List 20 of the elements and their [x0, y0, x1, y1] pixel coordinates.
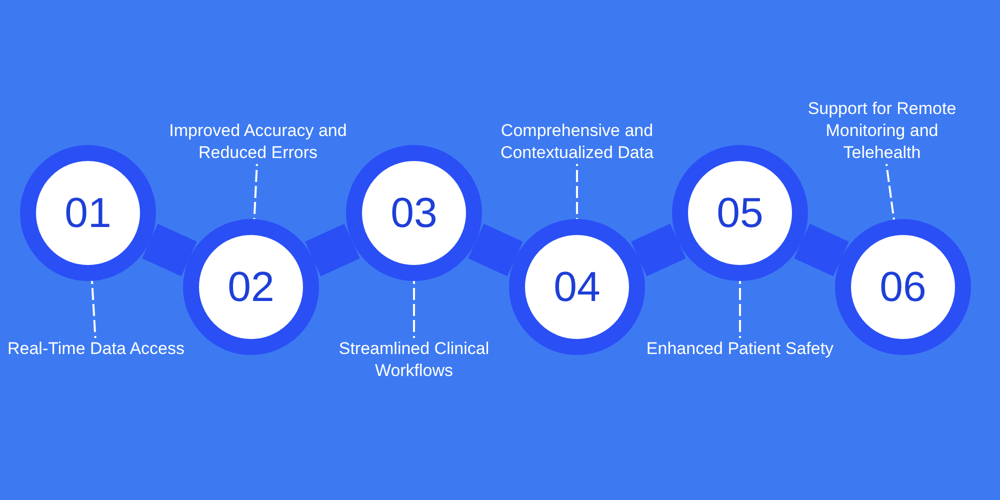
leader-line	[253, 164, 258, 220]
step-label: Enhanced Patient Safety	[645, 338, 835, 360]
step-number-circle: 05	[672, 145, 808, 281]
step-number-circle: 06	[835, 219, 971, 355]
step-number-circle: 04	[509, 219, 645, 355]
leader-line	[91, 280, 96, 338]
step-number-circle: 01	[20, 145, 156, 281]
step-number-circle: 02	[183, 219, 319, 355]
chain-link	[468, 224, 523, 276]
step-label: Streamlined Clinical Workflows	[319, 338, 509, 382]
chain-link	[794, 224, 849, 276]
step-number-circle: 03	[346, 145, 482, 281]
chain-link	[305, 224, 360, 276]
leader-line	[413, 281, 415, 338]
chain-link	[631, 224, 686, 276]
chain-link	[142, 224, 197, 276]
leader-line	[739, 281, 741, 338]
step-label: Comprehensive and Contextualized Data	[482, 120, 672, 164]
leader-line	[576, 164, 578, 219]
leader-line	[885, 164, 895, 220]
